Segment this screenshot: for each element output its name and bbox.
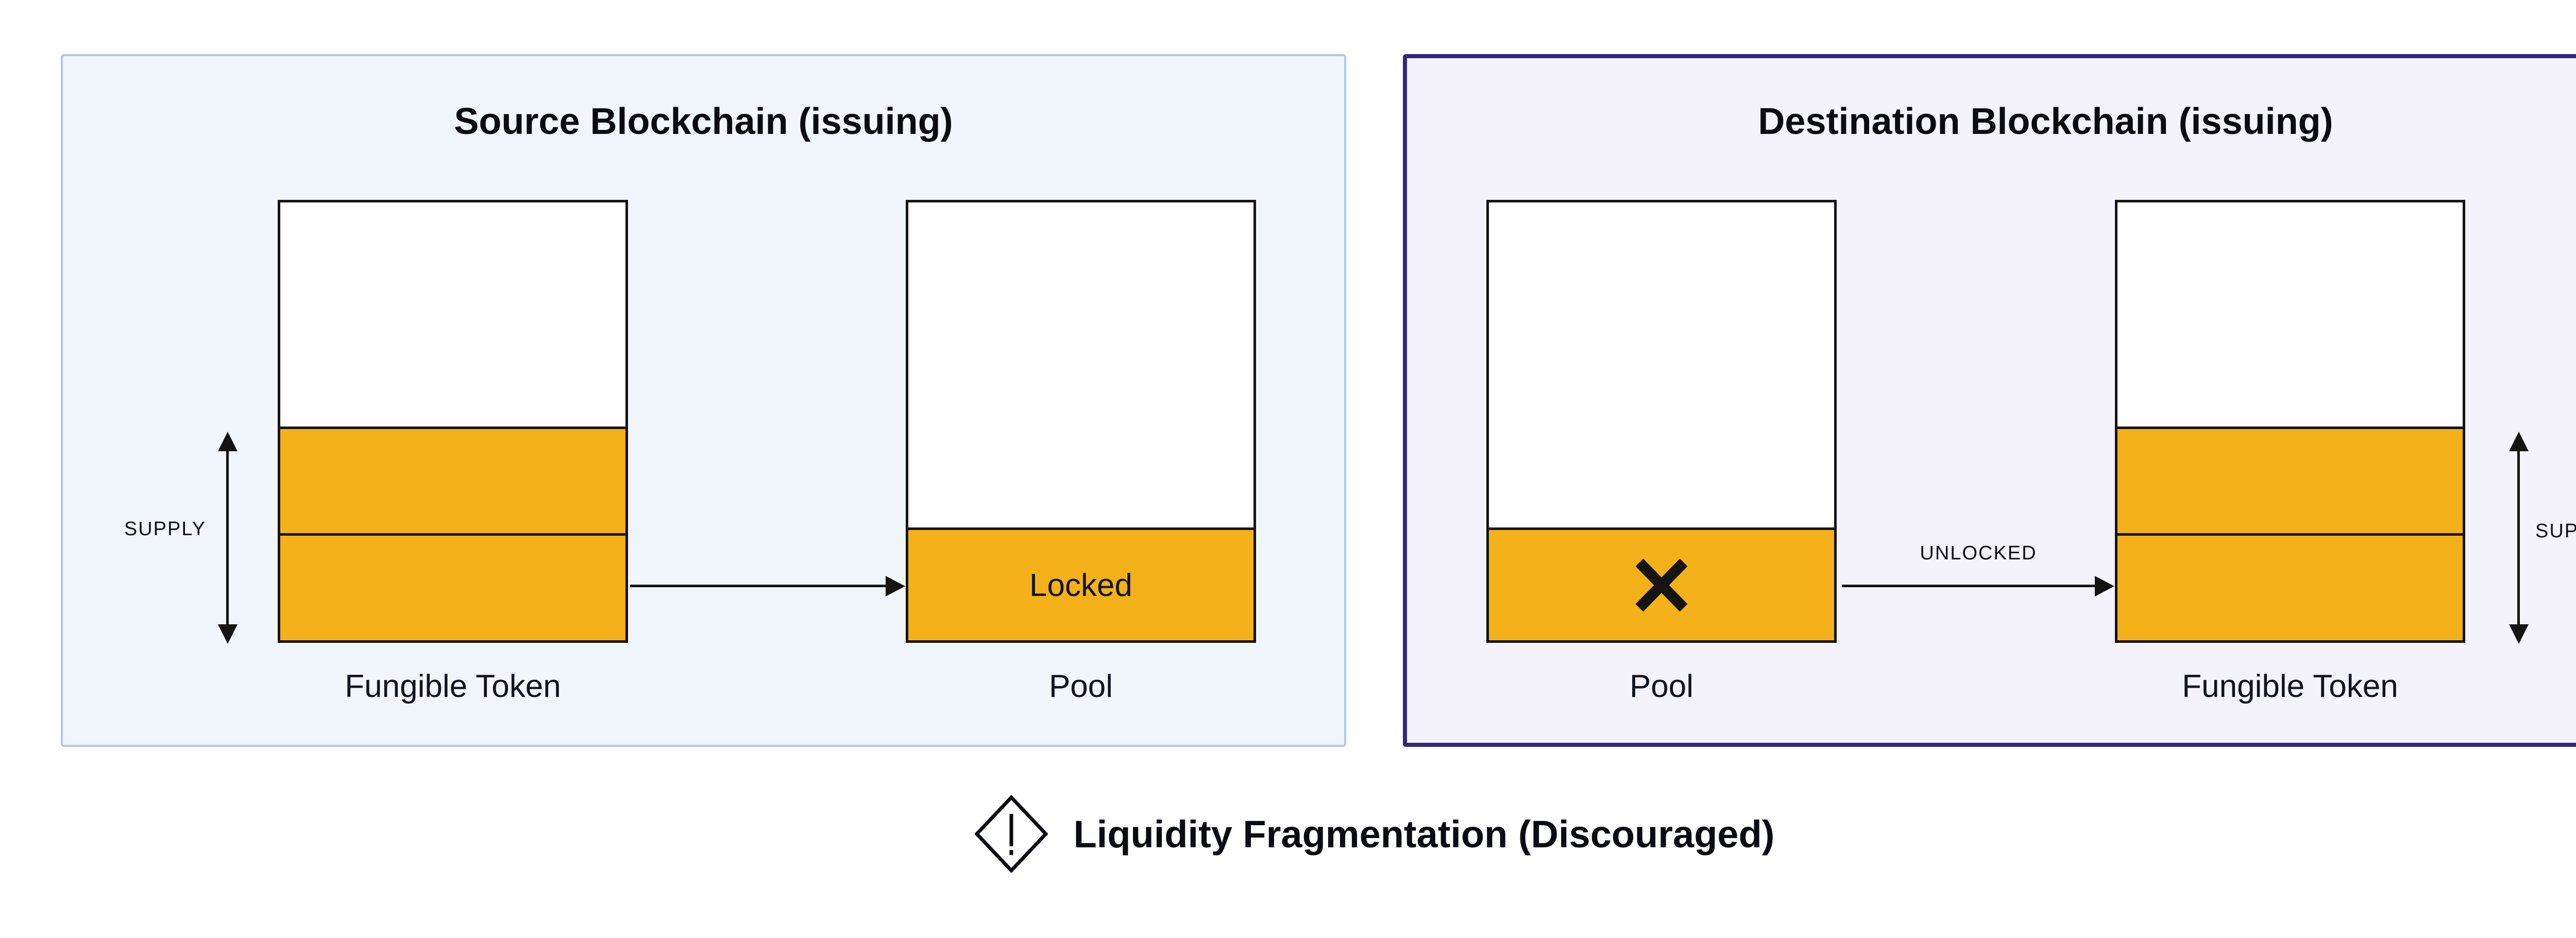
lock-flow-arrow-icon (630, 585, 886, 587)
source-blockchain-panel: Source Blockchain (issuing) Locked SUPPL… (61, 54, 1346, 747)
supply-range-arrow-icon (2517, 451, 2520, 625)
pool-label: Pool (1048, 669, 1113, 704)
pool-empty-space (908, 202, 1253, 527)
supply-label: SUPPLY (2535, 520, 2576, 542)
pool-empty-space (1489, 202, 1834, 527)
locked-label: Locked (1029, 567, 1132, 603)
pool-crossed-segment (1489, 527, 1834, 640)
unlock-flow-arrow-icon (1842, 585, 2095, 587)
source-pool-box: Locked (906, 200, 1256, 643)
supply-label: SUPPLY (124, 518, 206, 540)
unlocked-label: UNLOCKED (1920, 542, 2037, 564)
fungible-token-label: Fungible Token (345, 669, 561, 704)
cross-x-icon (1635, 558, 1688, 612)
destination-panel-title: Destination Blockchain (issuing) (1758, 101, 2333, 142)
token-empty-space (2117, 202, 2463, 427)
token-supply-lower-segment (2117, 533, 2463, 640)
token-supply-lower-segment (280, 533, 625, 640)
token-supply-upper-segment (2117, 427, 2463, 533)
caption: Liquidity Fragmentation (Discouraged) (0, 795, 2576, 873)
token-supply-upper-segment (280, 427, 625, 533)
pool-locked-segment: Locked (908, 527, 1253, 640)
caption-text: Liquidity Fragmentation (Discouraged) (1073, 812, 1775, 856)
warning-diamond-icon (974, 795, 1048, 873)
destination-pool-box (1486, 200, 1837, 643)
fungible-token-label: Fungible Token (2182, 669, 2398, 704)
pool-label: Pool (1629, 669, 1694, 704)
destination-fungible-token-box (2115, 200, 2465, 643)
token-empty-space (280, 202, 625, 427)
supply-range-arrow-icon (226, 451, 229, 625)
source-panel-title: Source Blockchain (issuing) (454, 101, 953, 142)
source-fungible-token-box (278, 200, 628, 643)
destination-blockchain-panel: Destination Blockchain (issuing) UNLOCKE… (1403, 54, 2576, 747)
